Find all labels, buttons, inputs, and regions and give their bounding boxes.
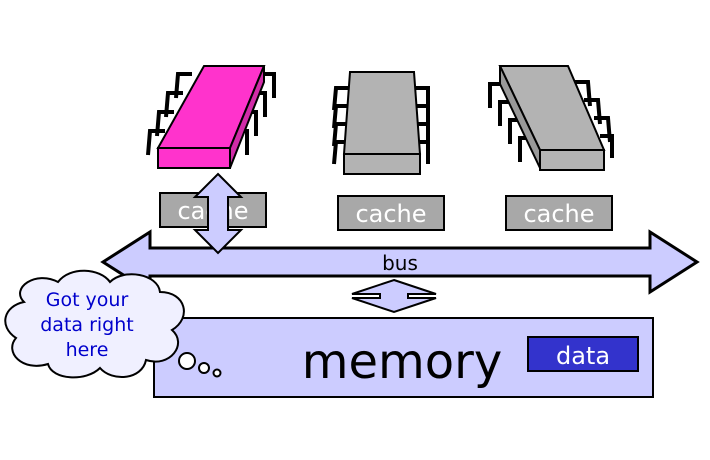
chip-2-top xyxy=(342,71,422,155)
processor-chip-3 xyxy=(488,65,614,171)
memory-label: memory xyxy=(302,334,503,390)
cache-label-2: cache xyxy=(355,200,426,228)
bubble-line-2: data right xyxy=(40,314,133,336)
chip-1-front xyxy=(157,147,231,169)
bubble-line-3: here xyxy=(66,339,109,361)
data-label: data xyxy=(556,342,610,370)
bubble-dot-medium xyxy=(198,362,210,374)
bubble-dot-small xyxy=(212,368,222,378)
bubble-dot-large xyxy=(178,352,196,370)
bubble-line-1: Got your xyxy=(46,289,129,311)
cache-box-2 xyxy=(337,195,445,231)
cache-label-3: cache xyxy=(523,200,594,228)
cache-box-3 xyxy=(505,195,613,231)
chip-bus-arrow xyxy=(192,172,244,255)
data-block xyxy=(527,336,639,372)
cloud-shape xyxy=(4,269,185,379)
processor-chip-1 xyxy=(146,65,276,169)
processor-chip-2 xyxy=(332,71,430,175)
chip-3-front xyxy=(539,149,605,171)
bus-memory-arrow xyxy=(351,278,437,314)
chip-2-front xyxy=(343,153,421,175)
bus-label: bus xyxy=(382,251,418,275)
thought-bubble: Got your data right here xyxy=(4,269,222,379)
